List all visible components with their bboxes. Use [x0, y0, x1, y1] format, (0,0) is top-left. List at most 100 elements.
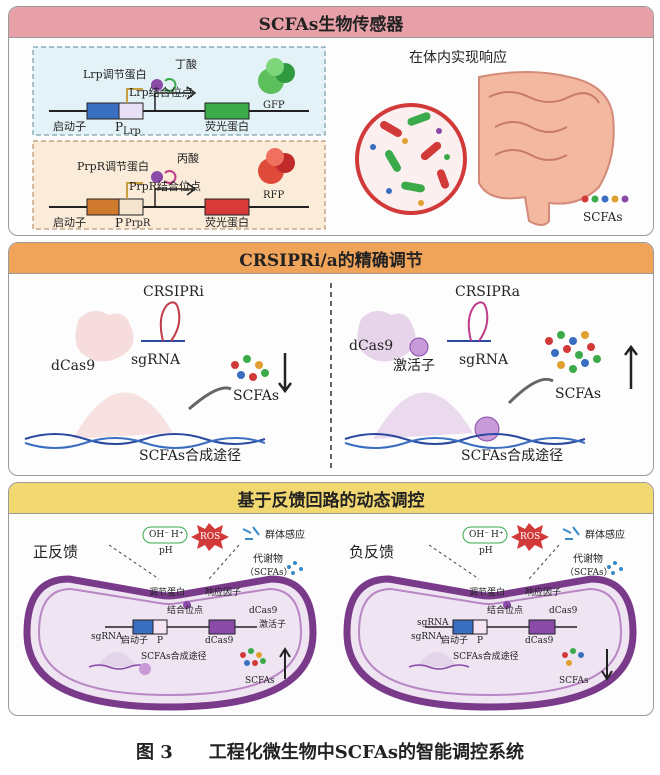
positive-h-label: H⁺ — [171, 530, 184, 540]
positive-metabolite-dots — [287, 561, 303, 575]
prpr-regulator-stem — [126, 182, 143, 199]
lrp-regulator-label: Lrp调节蛋白 — [83, 68, 147, 81]
positive-quorum-bacteria — [242, 526, 260, 540]
prpr-transcription-arrow — [154, 182, 197, 207]
rfp-protein-icon — [258, 148, 295, 184]
negative-sgrna1-label: sgRNA — [417, 618, 449, 628]
crispr-panel: CRSIPRi/a的精确调节 — [8, 242, 654, 476]
gfp-gene-block — [204, 102, 250, 120]
positive-dcas9-label: dCas9 — [205, 636, 234, 646]
biosensor-panel: SCFAs生物传感器 — [8, 6, 654, 236]
lrp-p-label: P — [115, 120, 124, 134]
figure-caption: 图 3 工程化微生物中SCFAs的智能调控系统 — [136, 742, 524, 763]
crispra-pathway-label: SCFAs合成途径 — [461, 448, 564, 464]
positive-regulator-label: 调节蛋白 — [149, 588, 186, 598]
positive-scfas-cluster — [240, 648, 266, 666]
negative-scfas-cluster — [562, 648, 584, 666]
crispri-scfas-cluster — [231, 355, 269, 381]
biosensor-graphics — [32, 46, 629, 230]
lrp-promoter-label: 启动子 — [53, 120, 86, 133]
crispra-activator-label: 激活子 — [393, 358, 435, 374]
negative-metabolite-sub-label: （SCFAs） — [565, 568, 613, 578]
positive-response-label: 响应因子 — [205, 588, 242, 598]
crispra-complex-shape — [373, 392, 473, 439]
feedback-panel: 基于反馈回路的动态调控 — [8, 482, 654, 716]
prpr-binding-block — [118, 198, 144, 216]
negative-regulator-label: 调节蛋白 — [469, 588, 506, 598]
negative-pathway-label: SCFAs合成途径 — [453, 652, 519, 662]
positive-activator-label: 激活子 — [259, 620, 287, 630]
negative-metabolite-dots — [607, 561, 623, 575]
prpr-binding-label: PrpR结合位点 — [129, 180, 201, 193]
positive-pathway-label: SCFAs合成途径 — [141, 652, 207, 662]
positive-scfas-label: SCFAs — [245, 676, 275, 686]
propionate-label: 丙酸 — [177, 152, 199, 165]
gut-bacteria-magnified — [355, 103, 467, 215]
lrp-promoter-block — [86, 102, 120, 120]
crispra-dcas9-shape — [357, 310, 416, 362]
crispra-scfas-cluster — [545, 331, 601, 373]
crispr-title: CRSIPRi/a的精确调节 — [239, 250, 423, 271]
positive-quorum-label: 群体感应 — [265, 530, 305, 541]
crispri-pathway-label: SCFAs合成途径 — [139, 448, 242, 464]
feedback-graphics — [23, 523, 637, 711]
lrp-regulator-protein — [151, 79, 163, 91]
negative-quorum-bacteria — [562, 526, 580, 540]
negative-ph-label: pH — [479, 546, 493, 556]
crispri-title: CRSIPRi — [143, 284, 204, 300]
propionate-ligand — [164, 170, 177, 184]
crispri-complex-shape — [73, 392, 173, 439]
rfp-label: RFP — [263, 190, 285, 201]
positive-ph-box — [142, 526, 188, 544]
negative-down-arrow — [601, 649, 613, 681]
gfp-reporter-label: 荧光蛋白 — [205, 120, 249, 133]
prpr-regulator-label: PrpR调节蛋白 — [77, 160, 149, 173]
lrp-regulator-stem — [126, 88, 143, 103]
intestine-illustration — [478, 71, 615, 226]
crispri-dcas9-shape — [75, 310, 134, 362]
negative-binding-label: 结合位点 — [487, 606, 524, 616]
positive-up-arrow — [279, 647, 291, 679]
biosensor-title: SCFAs生物传感器 — [258, 14, 404, 35]
positive-promoter-label: 启动子 — [121, 636, 149, 646]
crispri-curve-arrow — [188, 386, 232, 411]
crispri-sgrna-label: sgRNA — [131, 352, 181, 368]
positive-sgrna-label: sgRNA — [91, 632, 123, 642]
negative-quorum-label: 群体感应 — [585, 530, 625, 541]
prpr-promoter-block — [86, 198, 120, 216]
crispri-dcas9-label: dCas9 — [51, 358, 96, 374]
negative-cell-inner — [357, 587, 623, 697]
lrp-p-sub-label: Lrp — [123, 126, 141, 137]
butyrate-ligand — [164, 78, 177, 92]
crispra-curve-arrow — [507, 377, 554, 405]
lrp-transcription-arrow — [154, 86, 197, 111]
prpr-p-label: P — [115, 216, 124, 230]
crispri-sgrna-hairpin — [159, 301, 181, 342]
lrp-binding-block — [118, 102, 144, 120]
lrp-binding-label: Lrp结合位点 — [129, 86, 193, 99]
crispra-title: CRSIPRa — [455, 284, 521, 300]
positive-metabolite-label: 代谢物 — [253, 554, 283, 565]
positive-feedback-title: 正反馈 — [33, 543, 79, 561]
positive-ros-burst — [191, 523, 229, 551]
negative-scfas-label: SCFAs — [559, 676, 589, 686]
negative-dcas9-label: dCas9 — [525, 636, 554, 646]
crispra-activator-icon — [409, 337, 429, 357]
prpr-p-sub-label: PrpR — [125, 218, 151, 229]
negative-p-label: P — [477, 636, 484, 646]
crispra-dna-strand1 — [344, 433, 586, 445]
crispra-sgrna-hairpin — [467, 301, 489, 342]
feedback-panel-header: 基于反馈回路的动态调控 — [9, 483, 653, 514]
crispri-scfas-label: SCFAs — [233, 388, 280, 404]
rfp-reporter-label: 荧光蛋白 — [205, 216, 249, 229]
crispr-panel-header: CRSIPRi/a的精确调节 — [9, 243, 653, 274]
crispra-dcas9-label: dCas9 — [349, 338, 394, 354]
in-vivo-label: 在体内实现响应 — [409, 50, 507, 66]
gfp-label: GFP — [263, 100, 285, 111]
positive-ph-label: pH — [159, 546, 173, 556]
butyrate-label: 丁酸 — [175, 58, 197, 71]
positive-binding-label: 结合位点 — [167, 606, 204, 616]
negative-ros-label: ROS — [520, 532, 541, 542]
negative-ros-burst — [511, 523, 549, 551]
crispra-up-arrow — [624, 344, 638, 389]
